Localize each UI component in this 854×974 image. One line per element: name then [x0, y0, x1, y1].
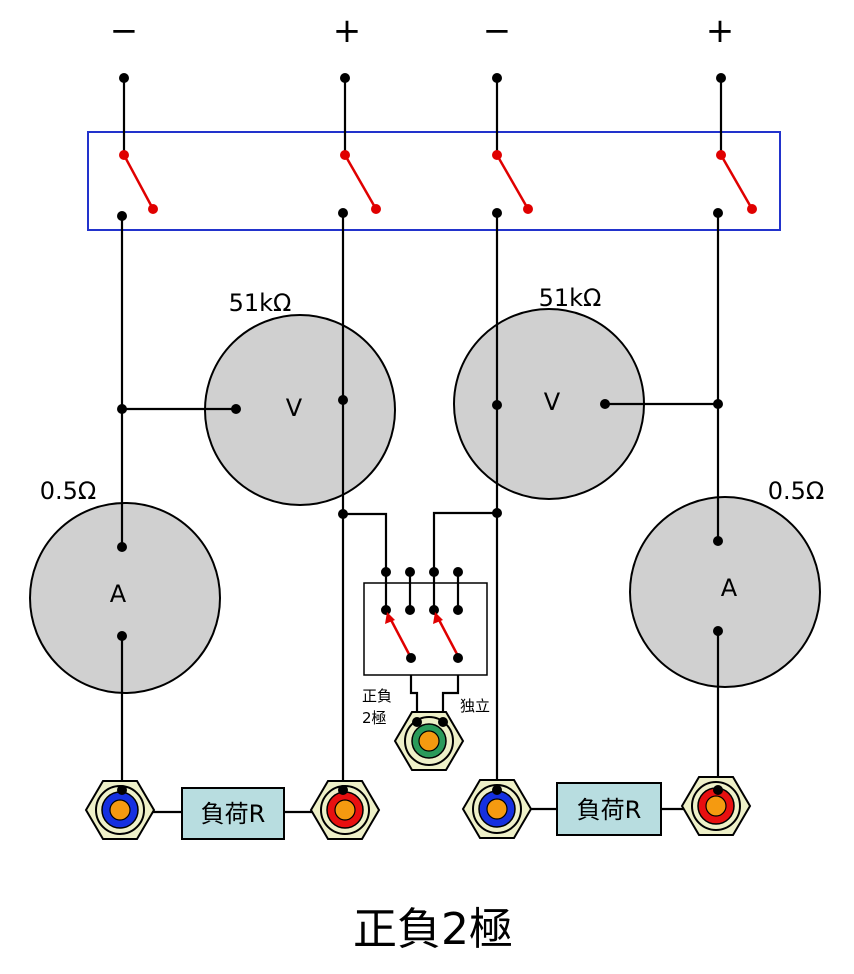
terminal-sign-1: −	[110, 11, 139, 51]
diagram-caption: 正負2極	[353, 904, 513, 955]
output-switch-frame	[87, 131, 781, 231]
mode-label-independent: 独立	[460, 697, 490, 715]
negative-jack-left[interactable]	[85, 780, 155, 840]
voltmeter-left-label: V	[286, 394, 303, 422]
positive-jack-left[interactable]	[310, 780, 380, 840]
ammeter-right	[629, 496, 821, 688]
load-resistor-left	[181, 787, 285, 840]
load-resistor-right-label: 負荷R	[577, 796, 642, 824]
mode-label-bipolar-line1: 正負	[362, 687, 392, 705]
ground-jack[interactable]	[394, 711, 464, 771]
output-switch-2[interactable]	[340, 150, 381, 214]
positive-jack-right[interactable]	[681, 776, 751, 836]
top-wires	[122, 78, 723, 155]
output-switch-1[interactable]	[119, 150, 158, 214]
ammeter-right-resistance: 0.5Ω	[768, 477, 825, 505]
negative-jack-right[interactable]	[462, 779, 532, 839]
output-switch-3[interactable]	[492, 150, 533, 214]
terminal-sign-2: +	[333, 11, 362, 51]
ammeter-left	[29, 502, 221, 694]
mode-label-bipolar-line2: 2極	[362, 709, 387, 727]
terminal-sign-3: −	[483, 11, 512, 51]
mode-selector-switch[interactable]	[363, 567, 488, 676]
output-switch-4[interactable]	[716, 150, 757, 214]
load-resistor-right	[556, 782, 662, 836]
load-resistor-left-label: 負荷R	[201, 800, 266, 828]
ammeter-left-label: A	[110, 580, 127, 608]
voltmeter-left-resistance: 51kΩ	[229, 289, 292, 317]
junction-nodes	[117, 73, 726, 641]
ammeter-right-label: A	[721, 574, 738, 602]
main-wires	[120, 213, 720, 814]
ammeter-left-resistance: 0.5Ω	[40, 477, 97, 505]
voltmeter-right-resistance: 51kΩ	[539, 284, 602, 312]
terminal-sign-4: +	[706, 11, 735, 51]
voltmeter-right-label: V	[544, 388, 561, 416]
